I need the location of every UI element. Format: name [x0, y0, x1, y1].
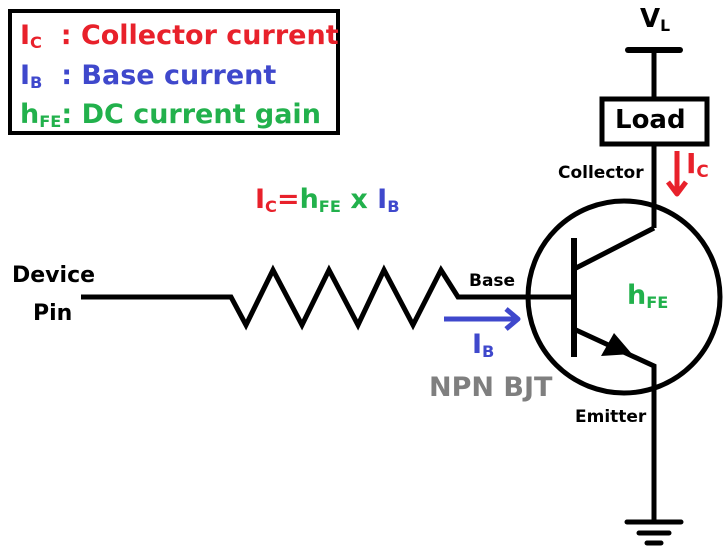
ib-symbol: I	[472, 329, 483, 360]
device-pin-label-line1: Device	[12, 263, 96, 288]
device-pin-label-line2: Pin	[33, 301, 73, 326]
formula-ic: I	[255, 184, 266, 215]
formula-hfe: h	[299, 184, 319, 215]
formula-ib-sub: B	[387, 197, 400, 217]
load-box	[599, 96, 710, 147]
legend-item-collector-current: IC : Collector current	[20, 20, 339, 53]
legend-box: IC : Collector current IB : Base current…	[8, 9, 340, 135]
load-label: Load	[615, 105, 686, 135]
legend-symbol: I	[20, 20, 31, 51]
emitter-arrow-icon	[601, 333, 632, 356]
ground-icon	[624, 519, 684, 546]
legend-description: Base current	[81, 60, 277, 91]
legend-subscript: B	[30, 73, 43, 93]
base-current-arrow	[444, 307, 521, 331]
collector-lead	[574, 225, 656, 271]
formula-ib: I	[377, 184, 388, 215]
supply-subscript: L	[660, 16, 671, 35]
ic-symbol: I	[686, 147, 697, 180]
supply-symbol: V	[640, 4, 661, 34]
legend-item-dc-current-gain: hFE: DC current gain	[20, 99, 321, 132]
transistor-type-label: NPN BJT	[429, 372, 553, 403]
legend-description: DC current gain	[81, 99, 321, 130]
legend-subscript: C	[30, 33, 42, 53]
legend-separator: :	[42, 60, 82, 91]
base-current-label: IB	[472, 329, 495, 362]
gain-symbol: h	[627, 280, 647, 311]
base-wire-resistor	[81, 264, 574, 331]
legend-subscript: FE	[39, 112, 62, 132]
legend-symbol: I	[20, 60, 31, 91]
ic-subscript: C	[696, 161, 709, 182]
formula-equals: =	[276, 184, 300, 215]
collector-current-arrow	[666, 151, 688, 197]
emitter-label: Emitter	[575, 407, 647, 427]
gain-subscript: FE	[646, 293, 669, 313]
supply-voltage-label: VL	[640, 4, 671, 35]
formula-times: x	[340, 184, 378, 215]
legend-separator: :	[61, 99, 82, 130]
legend-separator: :	[41, 20, 81, 51]
formula-hfe-sub: FE	[318, 197, 341, 217]
base-label: Base	[469, 271, 516, 291]
emitter-lead	[574, 327, 657, 520]
gain-label: hFE	[627, 280, 669, 313]
collector-current-label: IC	[686, 147, 709, 182]
legend-description: Collector current	[80, 20, 339, 51]
collector-label: Collector	[558, 163, 644, 183]
gain-formula: IC=hFE x IB	[255, 184, 400, 217]
legend-item-base-current: IB : Base current	[20, 60, 277, 93]
formula-ic-sub: C	[265, 197, 277, 217]
legend-symbol: h	[20, 99, 40, 130]
ib-subscript: B	[482, 342, 495, 362]
